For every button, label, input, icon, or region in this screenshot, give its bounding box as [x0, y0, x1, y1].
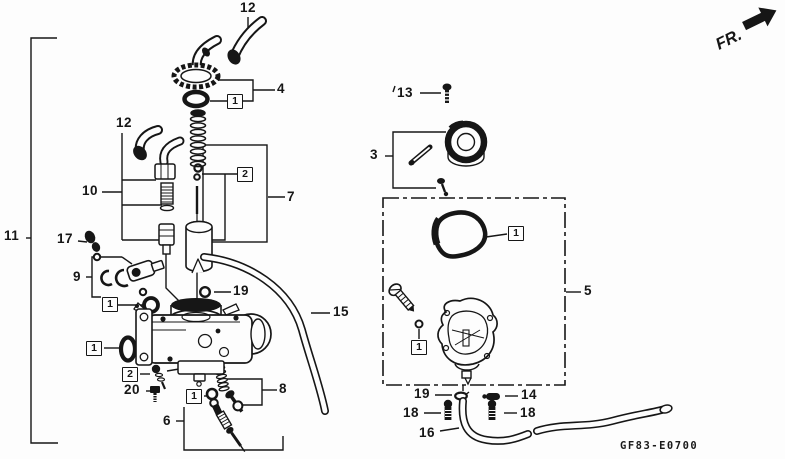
callout-12-left: 12: [116, 115, 133, 130]
callout-10: 10: [82, 183, 99, 198]
callout-1-jet: 1: [186, 389, 202, 404]
callout-18-right: 18: [520, 405, 537, 420]
carburetor-body-icon: [133, 298, 272, 387]
chamber-screw-icon: [388, 283, 424, 329]
diagram-code: GF83-E0700: [620, 440, 699, 452]
tube-joint-icon: [482, 393, 500, 400]
callout-11: 11: [4, 228, 20, 243]
float-chamber-icon: [437, 297, 498, 386]
callout-5: 5: [584, 283, 593, 298]
callout-16: 16: [419, 425, 436, 440]
stop-screw-icon: [151, 364, 167, 390]
plug-screw-icon: [84, 230, 102, 262]
breather-tube-left-icon: [133, 125, 163, 161]
needle-jet-set-icon: [154, 136, 185, 255]
callout-19-left: 19: [233, 283, 250, 298]
leader-lines: [26, 17, 581, 451]
callout-9: 9: [73, 269, 82, 284]
callout-6: 6: [163, 413, 172, 428]
overflow-hose-icon: [200, 253, 329, 415]
callout-1-valve: 1: [102, 297, 118, 312]
callout-2-needle: 2: [237, 167, 253, 182]
throttle-spring-icon: [189, 109, 207, 168]
hex-bolt-icon: [150, 386, 160, 402]
part5-group-box: [382, 197, 566, 386]
callout-1-gasket: 1: [508, 226, 524, 241]
jet-set-icon: [205, 387, 246, 453]
callout-18-left: 18: [403, 405, 420, 420]
arrow-icon: [742, 7, 777, 31]
fuel-tube-icon: [458, 397, 673, 445]
cap-seal-ring-icon: [182, 89, 210, 109]
top-screw-icon: [442, 83, 452, 103]
drain-bolt-right-icon: [487, 399, 497, 420]
callout-1-oring: 1: [86, 341, 102, 356]
callout-13: 13: [397, 85, 414, 100]
front-direction-label: FR.: [713, 26, 745, 54]
tube-clip-left-icon: [198, 286, 211, 299]
callout-4: 4: [277, 81, 286, 96]
chamber-gasket-icon: [431, 210, 488, 259]
callout-17: 17: [57, 231, 74, 246]
callout-14: 14: [521, 387, 538, 402]
callout-19-right: 19: [414, 386, 431, 401]
needle-clip-icon: [193, 163, 203, 181]
callout-1-cap: 1: [227, 94, 243, 109]
callout-15: 15: [333, 304, 350, 319]
callout-12-top: 12: [240, 0, 257, 15]
callout-1-bowl: 1: [411, 340, 427, 355]
callout-2-screw: 2: [122, 367, 138, 382]
callout-8: 8: [279, 381, 288, 396]
callout-7: 7: [287, 189, 296, 204]
throttle-slide-icon: [185, 220, 213, 274]
drain-bolt-left-icon: [443, 399, 453, 420]
callout-3: 3: [370, 147, 379, 162]
float-valve-set-icon: [100, 259, 165, 314]
cable-cap-icon: [171, 35, 222, 90]
float-set-icon: [408, 120, 488, 197]
front-direction-arrow: FR.: [713, 7, 777, 54]
o-ring-icon: [118, 335, 138, 363]
breather-tube-top-icon: [227, 16, 267, 65]
callout-20: 20: [124, 382, 141, 397]
